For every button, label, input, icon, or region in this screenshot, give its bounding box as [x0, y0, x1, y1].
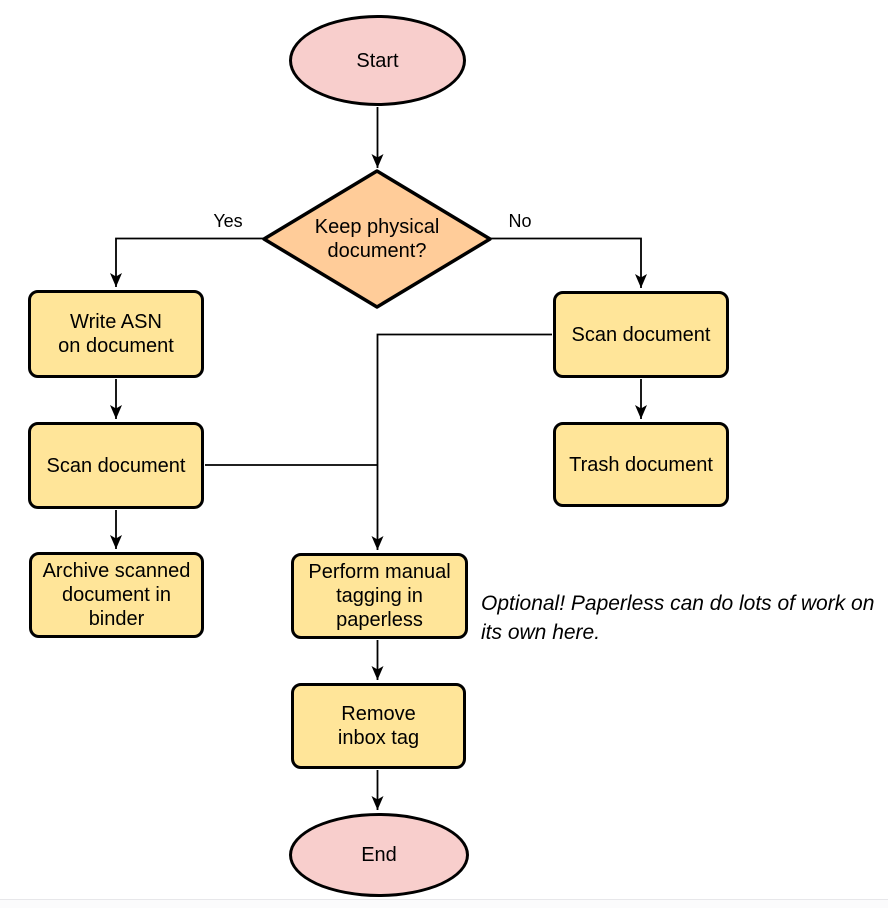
- node-scan-document-left: Scan document: [28, 422, 204, 509]
- edge-scan-right-to-tagging: [371, 333, 552, 550]
- node-write-asn: Write ASN on document: [28, 290, 204, 378]
- node-start: Start: [289, 15, 466, 106]
- node-end: End: [289, 813, 469, 897]
- node-decision-label: Keep physical document?: [314, 216, 440, 262]
- node-remove-inbox-tag: Remove inbox tag: [291, 683, 466, 769]
- node-manual-tagging: Perform manual tagging in paperless: [291, 553, 468, 639]
- node-trash-document: Trash document: [553, 422, 729, 507]
- node-scan-document-right: Scan document: [553, 291, 729, 378]
- node-archive-binder: Archive scanned document in binder: [29, 552, 204, 638]
- canvas-bottom-edge: [0, 899, 888, 908]
- decision-diamond-shape: [262, 169, 492, 309]
- annotation-optional-paperless: Optional! Paperless can do lots of work …: [481, 592, 875, 644]
- edge-decision-no-to-scan-right: [489, 237, 647, 288]
- edge-label-yes: Yes: [213, 211, 243, 231]
- edge-label-no: No: [508, 211, 532, 231]
- edge-decision-yes-to-write-asn: [110, 237, 265, 287]
